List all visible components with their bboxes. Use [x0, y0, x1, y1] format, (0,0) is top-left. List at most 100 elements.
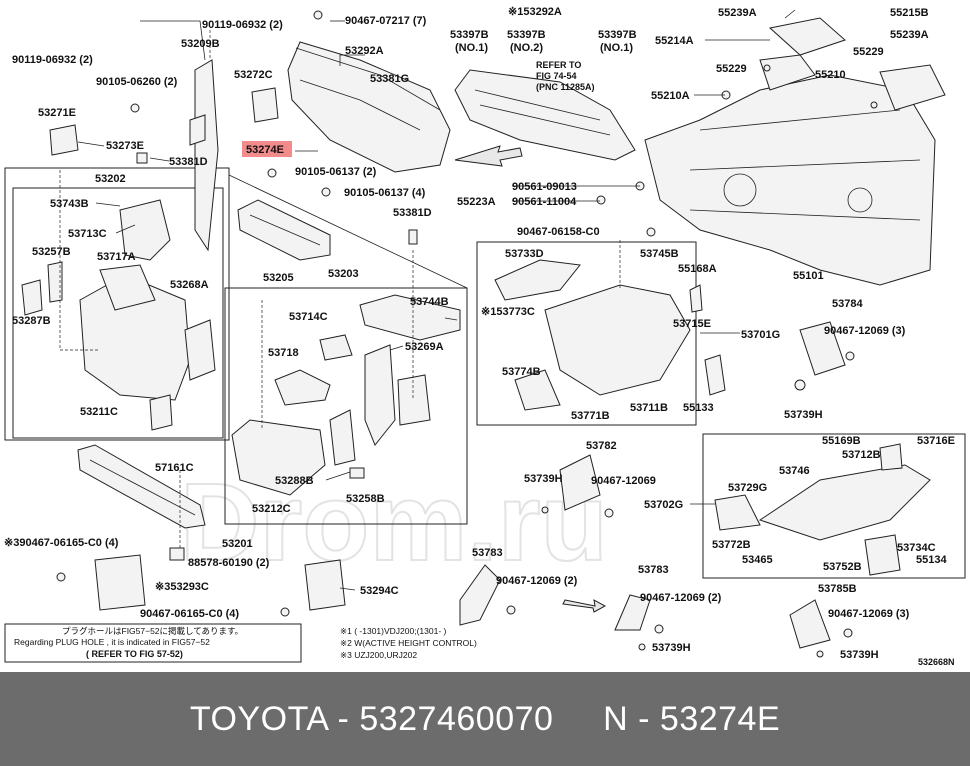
label-53288b: 53288B — [275, 475, 314, 487]
label-53268a: 53268A — [170, 279, 209, 291]
label-refer-2: FIG 74-54 — [536, 71, 577, 81]
group-box-53203 — [224, 287, 468, 525]
label-53202: 53202 — [95, 173, 126, 185]
label-53211c: 53211C — [80, 406, 118, 418]
label-53712b: 53712B — [842, 449, 881, 461]
part-53273e — [49, 124, 79, 156]
part-53717a — [99, 264, 156, 311]
leader-5 — [784, 9, 796, 19]
label-55101: 55101 — [793, 270, 824, 282]
part-53293c — [94, 554, 146, 611]
part-53258b-bracket — [329, 409, 356, 466]
part-53258b — [349, 467, 365, 479]
label-53257b: 53257B — [32, 246, 71, 258]
part-53211c-small — [149, 394, 173, 431]
part-53702g — [758, 464, 931, 541]
label-53274e-highlighted[interactable]: 53274E — [246, 144, 284, 156]
label-90105-06137-2: 90105-06137 (2) — [295, 166, 377, 178]
highlight-53274e — [242, 141, 292, 157]
part-53203-right — [397, 374, 431, 426]
part-53257b — [47, 261, 63, 303]
label-53258b: 53258B — [346, 493, 385, 505]
part-53783-b — [614, 594, 651, 631]
panel-55210 — [759, 54, 816, 91]
label-53269a: 53269A — [405, 341, 444, 353]
bolt-90467-07217 — [313, 10, 323, 20]
dash-line-3 — [689, 209, 921, 221]
bolt-90105-06260 — [130, 103, 140, 113]
label-53273e: 53273E — [106, 140, 144, 152]
label-55215b: 55215B — [890, 7, 929, 19]
part-53733d — [494, 259, 581, 301]
part-53269a — [364, 344, 396, 446]
label-53713c: 53713C — [68, 228, 107, 240]
label-90467-06165-c0: 90467-06165-C0 (4) — [140, 608, 239, 620]
group-box-53702g — [702, 433, 966, 579]
plug-note-box — [4, 623, 302, 663]
label-53397b-1: 53397B — [450, 29, 489, 41]
footnote-3: ※3 UZJ200,URJ202 — [340, 650, 417, 660]
part-53718 — [274, 369, 331, 406]
parts-diagram: Drom.ru — [4, 6, 966, 667]
label-55214a: 55214A — [655, 35, 694, 47]
dash-line-2 — [689, 159, 921, 171]
diagram-code: 532668N — [918, 657, 955, 667]
dash-hole-1 — [723, 173, 757, 207]
leader-1 — [140, 20, 206, 61]
part-53784 — [799, 321, 846, 376]
label-53739h-1: 53739H — [784, 409, 823, 421]
label-53734c: 53734C — [897, 542, 936, 554]
label-53739h-3: 53739H — [652, 642, 691, 654]
part-53739h-1 — [794, 379, 806, 391]
part-53287b — [21, 279, 43, 316]
leader-16 — [444, 317, 458, 321]
louver-line-2 — [479, 104, 611, 136]
part-53294c — [304, 559, 346, 611]
label-90119-06932-top: 90119-06932 (2) — [202, 19, 283, 31]
part-53783-a — [459, 564, 501, 626]
parts-diagram-svg: Drom.ru — [4, 6, 966, 667]
label-53783-a: 53783 — [472, 547, 503, 559]
label-53745b: 53745B — [640, 248, 679, 260]
leader-13 — [115, 224, 136, 234]
label-53782: 53782 — [586, 440, 617, 452]
label-55168a: 55168A — [678, 263, 717, 275]
part-53772b — [714, 494, 761, 531]
part-53209b-bracket — [189, 114, 206, 146]
plug-note-jp: プラグホールはFIG57−52に掲載してあります。 — [62, 626, 243, 636]
label-53729g: 53729G — [728, 482, 767, 494]
bolt-90467-06158 — [646, 227, 656, 237]
label-53702g: 53702G — [644, 499, 683, 511]
bolt-55229-b — [870, 101, 878, 109]
label-53752b: 53752B — [823, 561, 862, 573]
label-53784: 53784 — [832, 298, 863, 310]
cowl-seal-line — [295, 47, 441, 111]
cowl-top-panel — [287, 41, 451, 173]
dash-line-1 — [699, 109, 901, 131]
label-55229-b: 55229 — [716, 63, 747, 75]
label-53212c: 53212C — [252, 503, 291, 515]
label-53771b: 53771B — [571, 410, 610, 422]
bolt-90561-11004 — [596, 195, 606, 205]
label-refer-1: REFER TO — [536, 60, 581, 70]
leader-9 — [149, 157, 170, 162]
part-55133 — [704, 354, 726, 396]
part-53771b — [514, 369, 561, 411]
cowl-rib-line — [299, 79, 421, 131]
label-53783-b: 53783 — [638, 564, 669, 576]
bolt-90467-06165-b — [280, 607, 290, 617]
label-53209b: 53209B — [181, 38, 220, 50]
label-90561-11004: 90561-11004 — [512, 196, 577, 208]
label-no1-b: (NO.1) — [600, 42, 633, 54]
bolt-90467-06165 — [56, 572, 66, 582]
label-55239a-right: 55239A — [890, 29, 929, 41]
label-90119-06932-left: 90119-06932 (2) — [12, 54, 93, 66]
bolt-90467-12069-b — [604, 508, 614, 518]
part-53714c — [359, 294, 461, 341]
part-53715e — [689, 284, 703, 313]
part-53782 — [559, 454, 601, 511]
label-no1-a: (NO.1) — [455, 42, 488, 54]
label-53397b-2: 53397B — [507, 29, 546, 41]
part-53381d — [136, 152, 148, 164]
part-53209b — [194, 59, 219, 252]
